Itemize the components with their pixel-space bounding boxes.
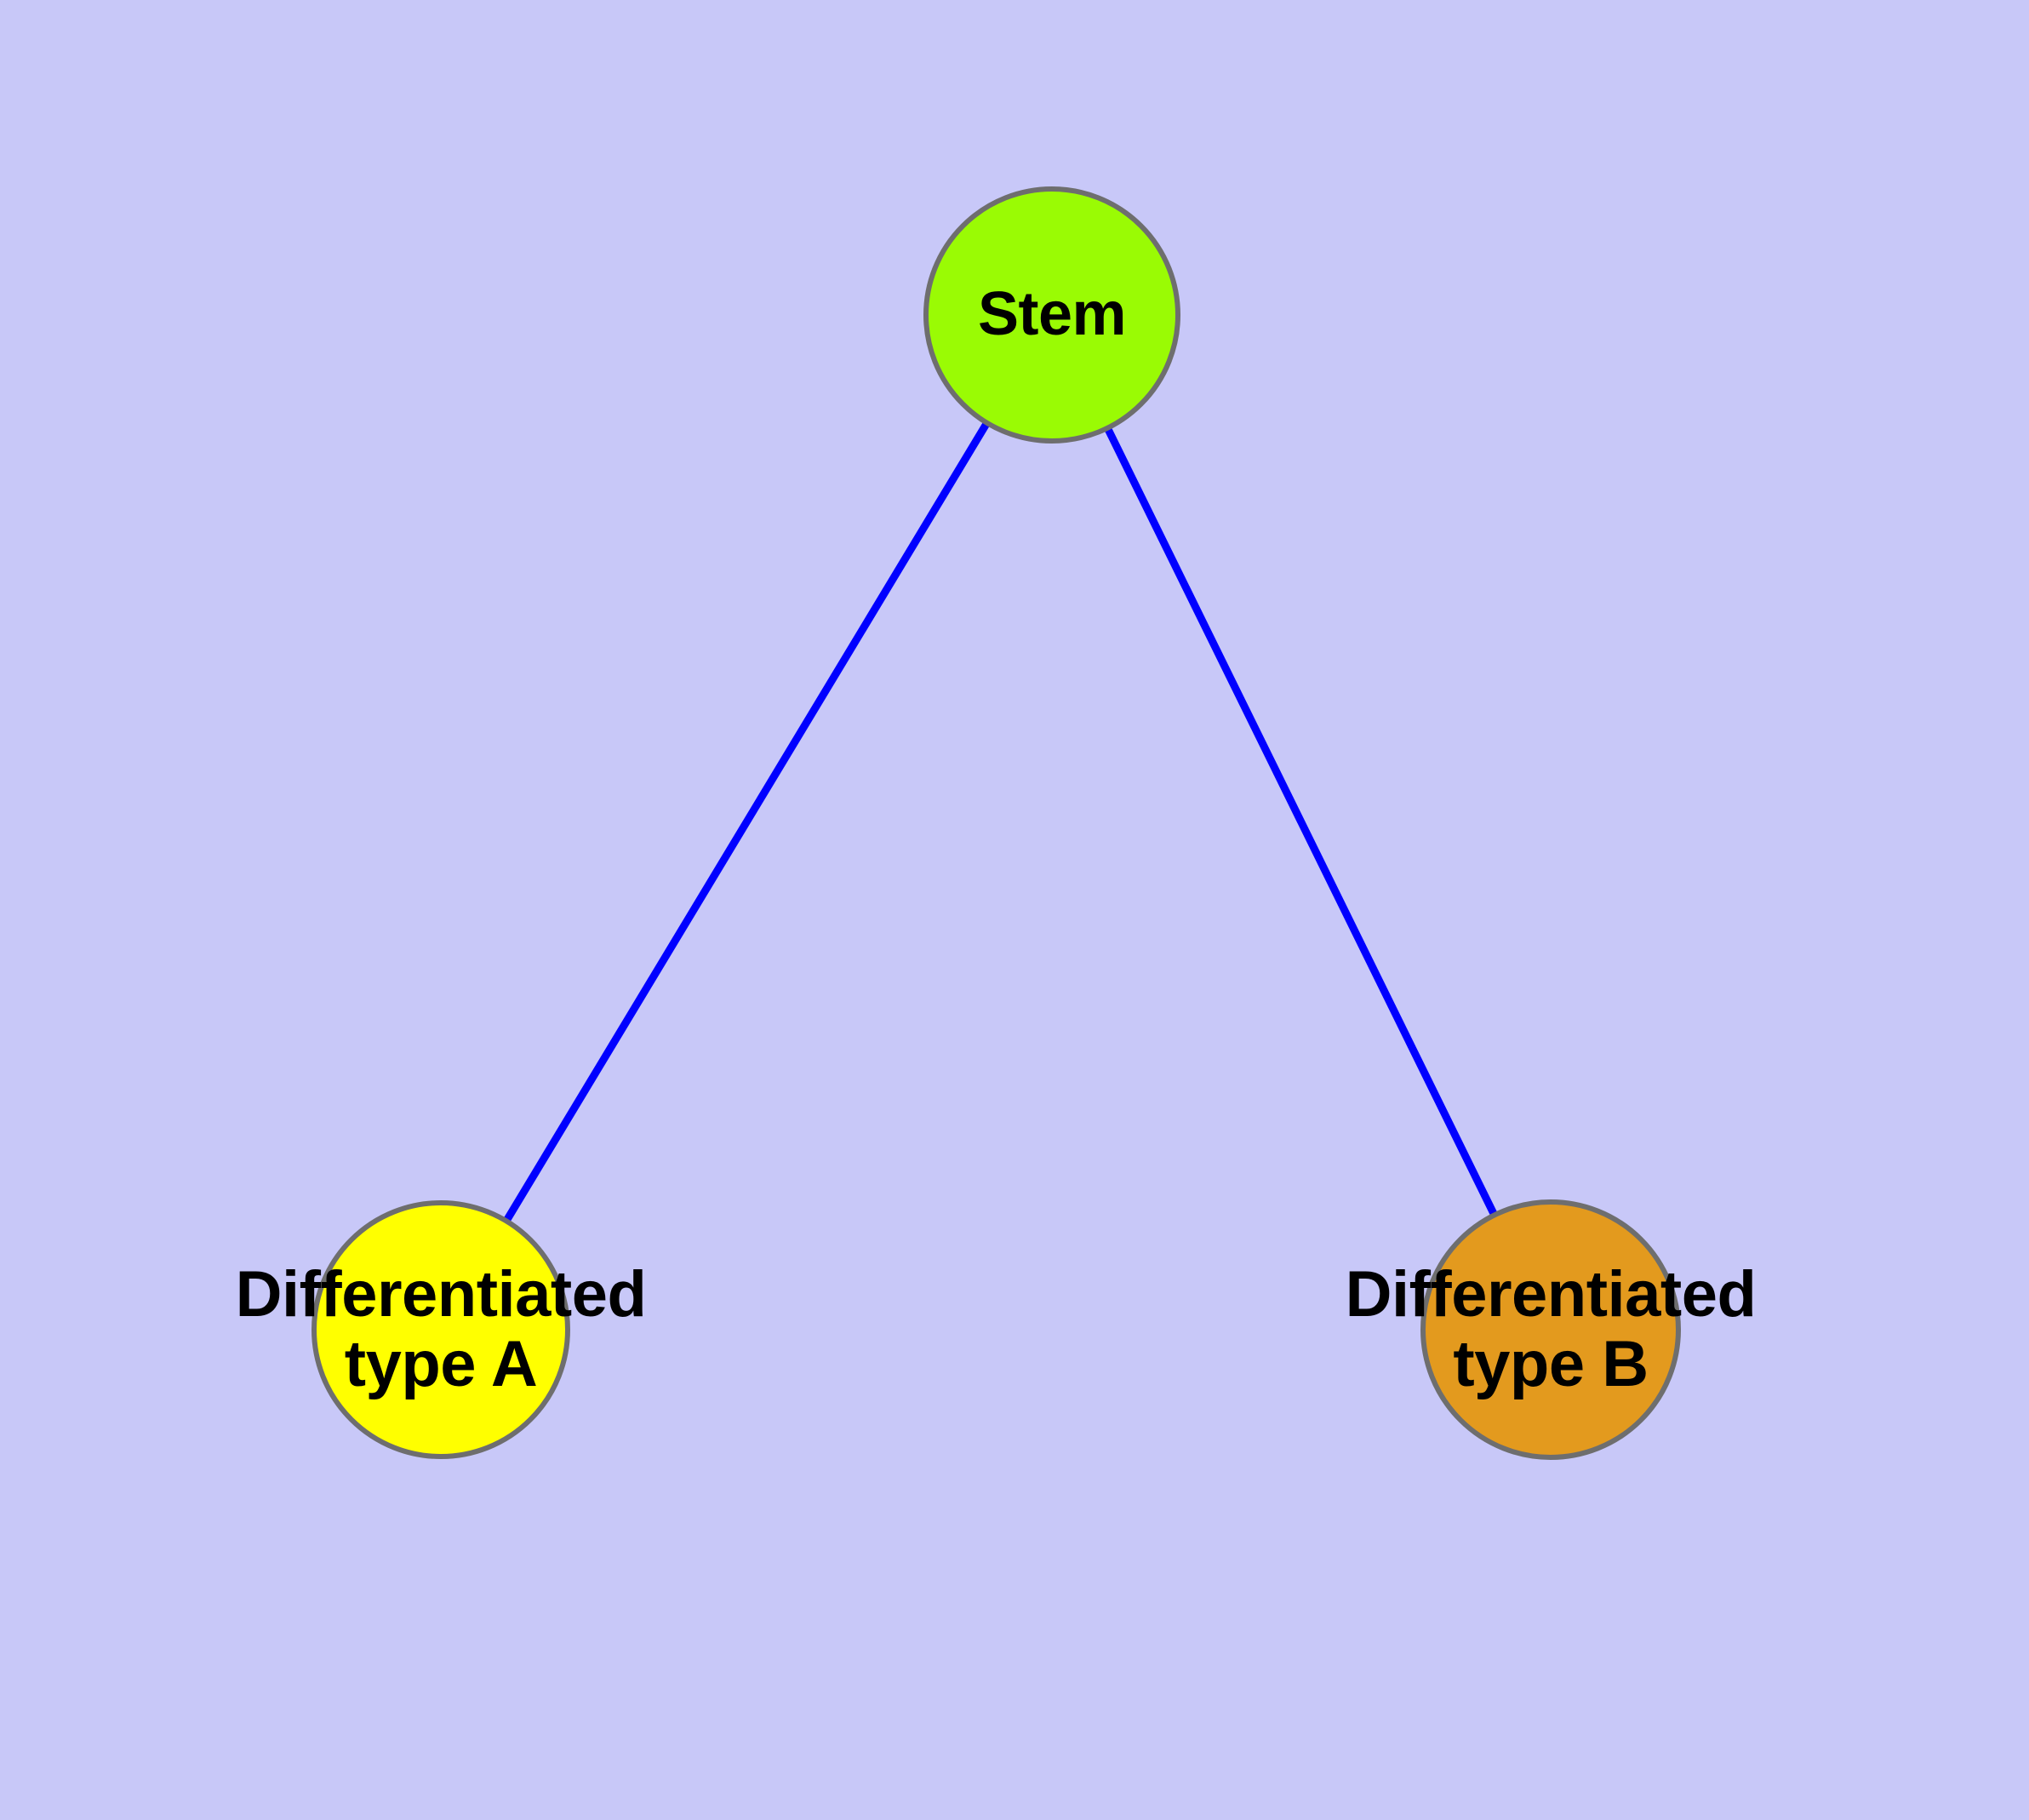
edge-layer (437, 312, 1555, 1332)
node-layer (311, 186, 1681, 1460)
edge-stem-to-diff-b[interactable] (1048, 313, 1555, 1331)
node-stem[interactable] (923, 186, 1180, 444)
node-diff_b[interactable] (1420, 1199, 1681, 1460)
edge-stem-to-diff-a[interactable] (437, 312, 1055, 1332)
node-diff_a[interactable] (311, 1200, 570, 1459)
